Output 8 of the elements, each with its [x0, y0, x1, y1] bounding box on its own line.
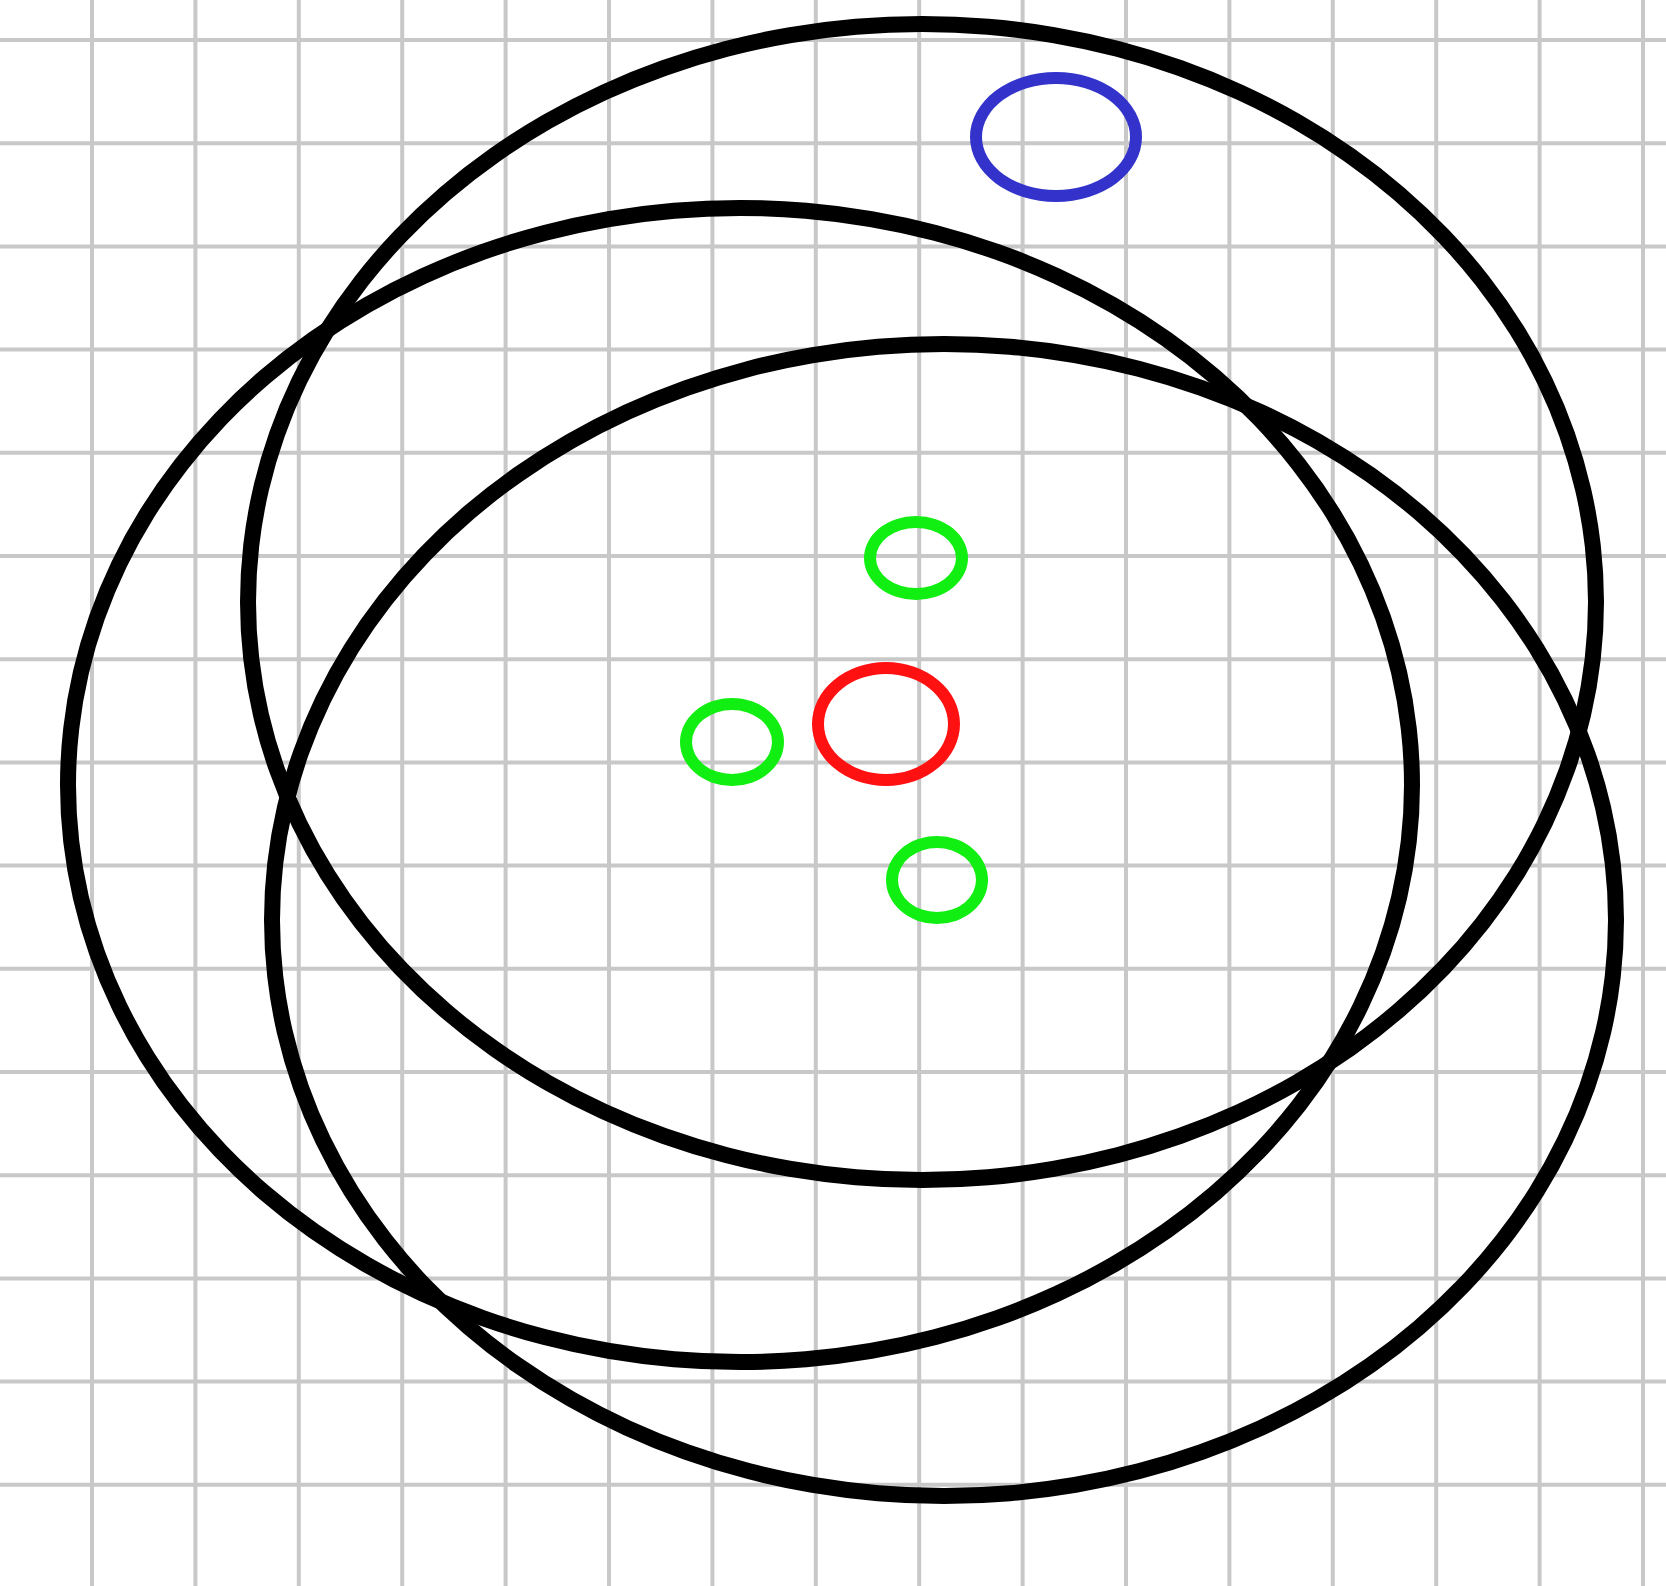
- ellipse: [970, 72, 1142, 202]
- ellipse: [680, 698, 784, 786]
- ellipse: [864, 516, 968, 600]
- ellipse: [60, 200, 1420, 1370]
- ellipse: [812, 662, 960, 786]
- ellipse: [886, 836, 988, 924]
- ellipse: [264, 336, 1624, 1504]
- ellipse: [240, 16, 1604, 1188]
